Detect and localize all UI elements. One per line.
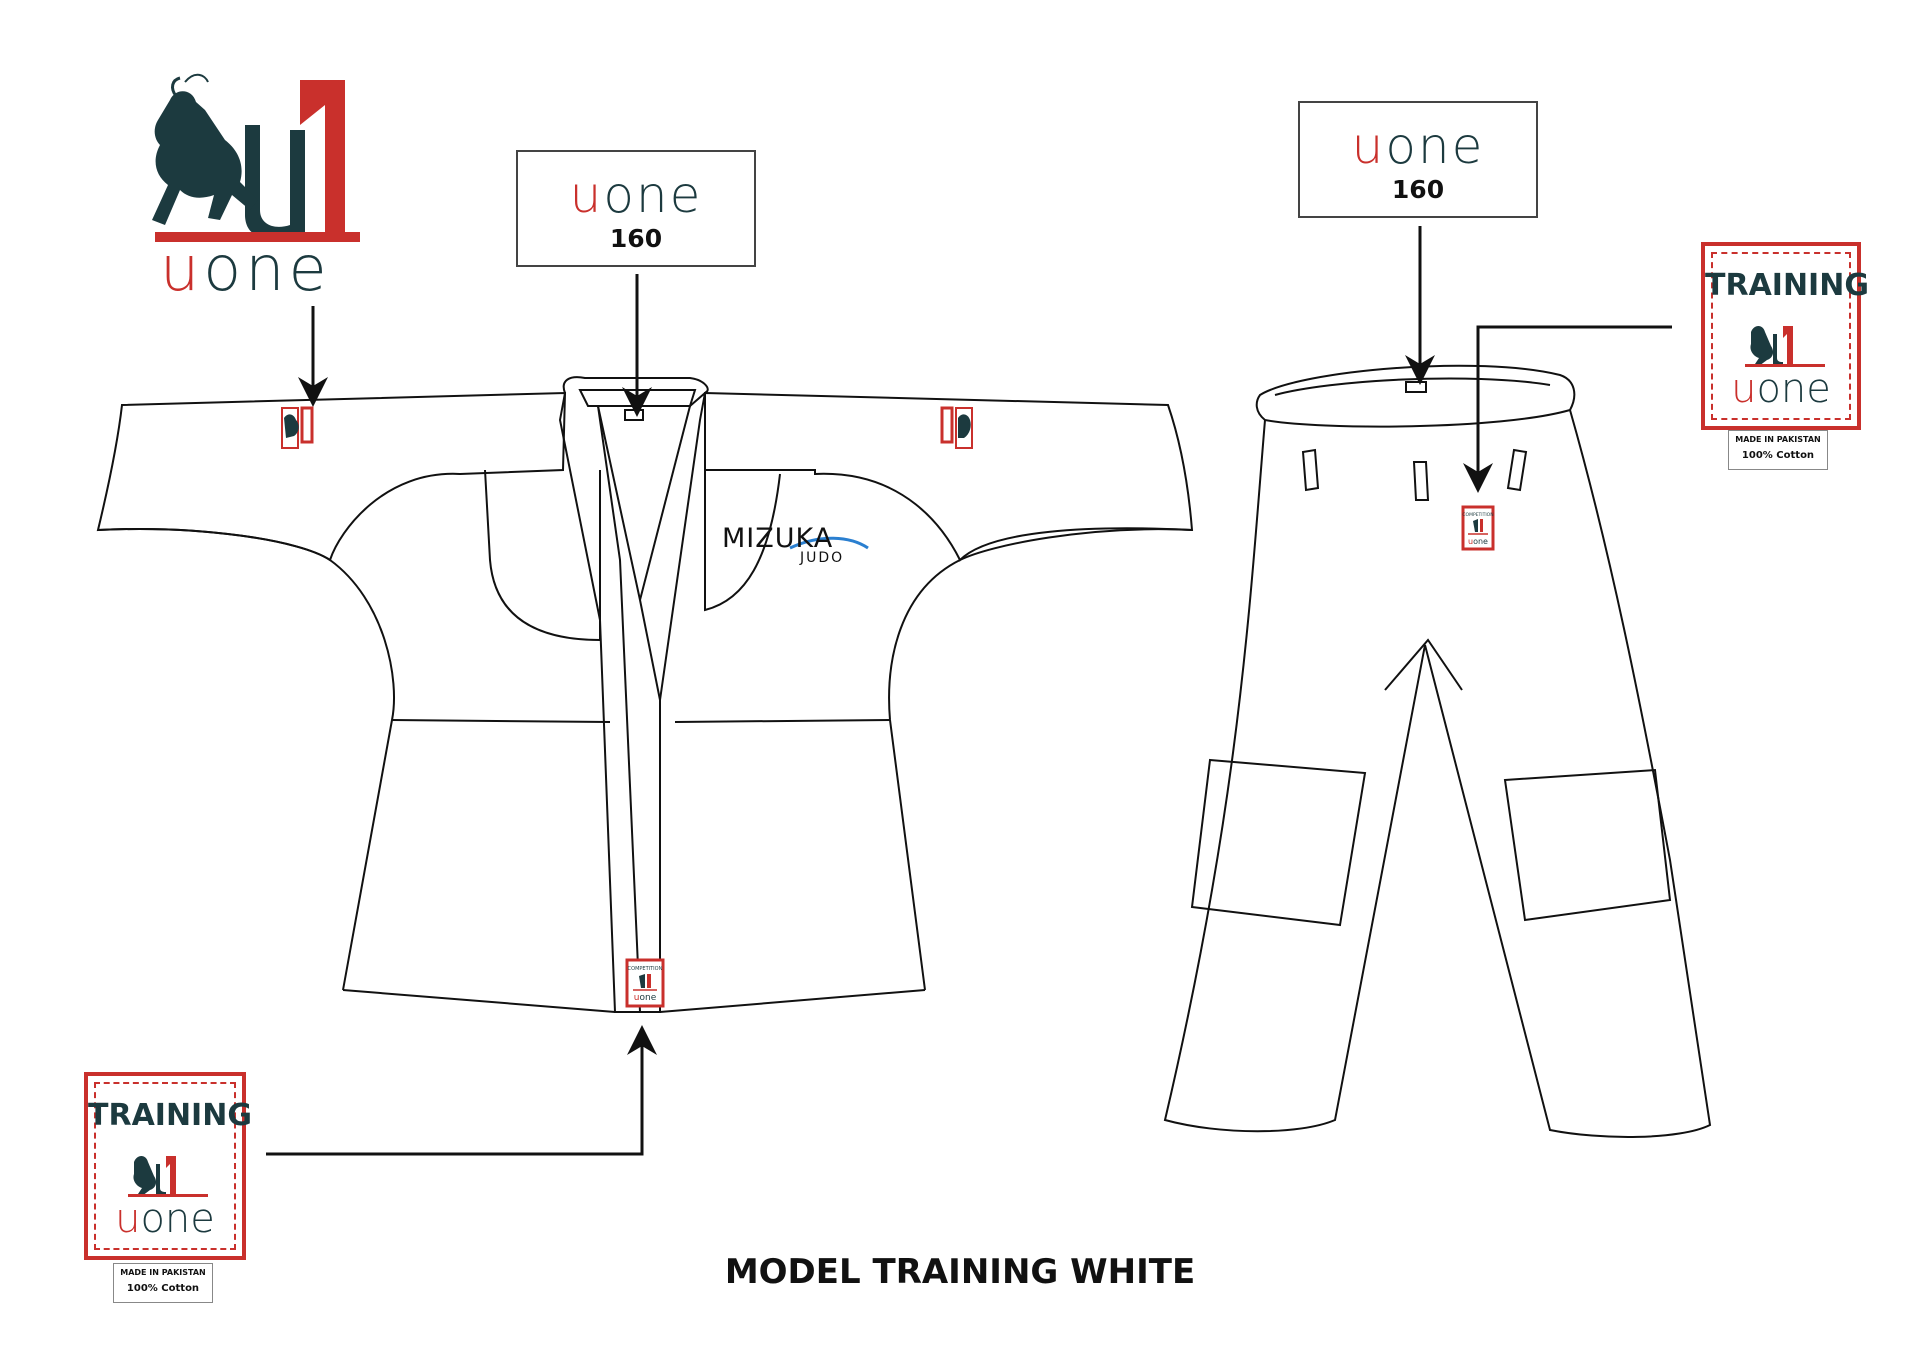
pants-label-spot — [1405, 381, 1427, 393]
jacket-lapel-left — [558, 392, 661, 1013]
jacket-waist-line — [391, 719, 611, 723]
jacket-lapel-right — [659, 390, 707, 701]
training-tag-left-title: TRAINING — [88, 1098, 252, 1133]
main-logo-wordmark: uone — [160, 232, 331, 305]
jacket-size-label-size: 160 — [609, 224, 663, 253]
training-tag-right-title: TRAINING — [1705, 268, 1869, 303]
training-tag-left-material: 100% Cotton — [126, 1283, 200, 1294]
shoulder-logo-right — [940, 406, 973, 449]
jacket-right-sleeve — [704, 391, 1194, 562]
arrows — [266, 226, 1672, 1156]
pants-knee-right — [1503, 768, 1672, 922]
training-tag-right-emblem — [1745, 326, 1825, 367]
pants-loop-center — [1412, 461, 1430, 501]
pants-waistband — [1255, 364, 1576, 428]
model-title: MODEL TRAINING WHITE — [724, 1252, 1196, 1292]
jacket-inner-panel-right — [704, 470, 781, 612]
pants-knee-left — [1190, 758, 1367, 927]
training-tag-left-emblem — [128, 1156, 208, 1197]
arrow-training-to-pants — [1463, 325, 1672, 493]
shoulder-logo-left — [281, 406, 314, 449]
mini-tag-pants-title: COMPETITION — [1462, 512, 1493, 518]
pants-size-label: uone 160 — [1298, 101, 1538, 218]
jacket-hem-left — [342, 989, 616, 1013]
jacket-waist-line-right — [674, 719, 891, 723]
pants-crotch — [1384, 638, 1463, 691]
arrow-training-to-jacket — [266, 1025, 657, 1156]
mizuka-print: MIZUKA — [722, 523, 834, 554]
training-tag-right-brand: uone — [1731, 366, 1831, 412]
jacket-left-body-curve — [97, 528, 395, 991]
jacket-inner-panel — [484, 469, 601, 642]
training-tag-left-made-in: MADE IN PAKISTAN — [120, 1268, 206, 1277]
pants-outline — [1163, 409, 1712, 1138]
jacket-size-label: uone 160 — [516, 150, 756, 267]
pants — [1163, 364, 1712, 1138]
jacket-right-body-curve — [888, 528, 1193, 991]
pants-size-label-brand: uone — [1351, 117, 1485, 175]
training-tag-left-origin: MADE IN PAKISTAN 100% Cotton — [113, 1263, 213, 1303]
jacket-neck-label-spot — [624, 409, 644, 421]
jacket-lapel-inner — [597, 405, 641, 1013]
jacket-size-label-brand: uone — [569, 166, 703, 224]
mini-tag-jacket-brand: uone — [634, 993, 657, 1003]
mini-tag-jacket-title: COMPETITION — [628, 966, 663, 972]
mizuka-swoosh — [789, 536, 869, 550]
pants-size-label-size: 160 — [1391, 175, 1445, 204]
training-tag-left-brand: uone — [115, 1196, 215, 1242]
training-tag-right-origin: MADE IN PAKISTAN 100% Cotton — [1728, 430, 1828, 470]
jacket-left-sleeve — [96, 391, 567, 562]
pants-loop-right — [1506, 448, 1528, 492]
mini-tag-pants: COMPETITION uone — [1461, 505, 1495, 551]
main-logo-emblem — [152, 73, 360, 242]
mini-tag-pants-brand: uone — [1468, 537, 1488, 546]
mini-tag-jacket: COMPETITION uone — [625, 958, 665, 1008]
training-tag-right-made-in: MADE IN PAKISTAN — [1735, 435, 1821, 444]
jacket-hem-right — [659, 989, 926, 1013]
training-tag-right: TRAINING uone — [1701, 242, 1869, 430]
training-tag-right-material: 100% Cotton — [1741, 450, 1815, 461]
judo-print: JUDO — [800, 550, 845, 566]
training-tag-left: TRAINING uone — [84, 1072, 252, 1260]
jacket — [96, 376, 1194, 1013]
pants-loop-left — [1301, 448, 1320, 492]
